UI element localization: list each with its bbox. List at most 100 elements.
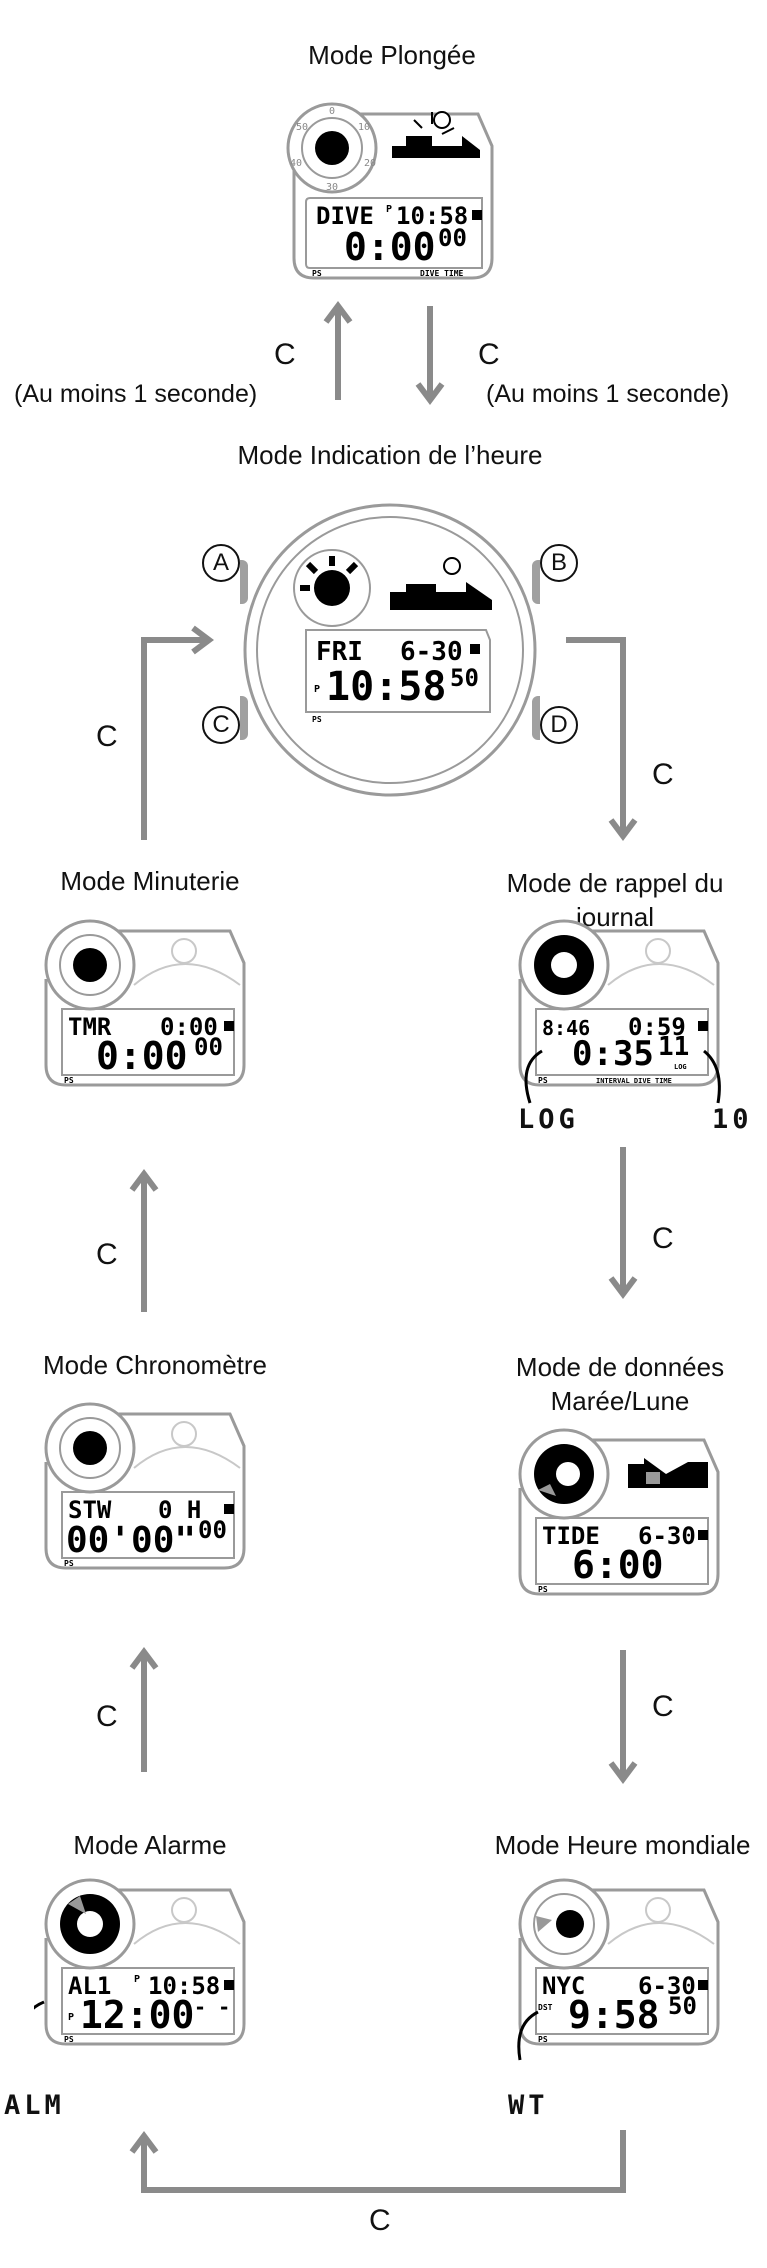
arrowhead-to-alarm (129, 2131, 159, 2154)
dive-ps-label: PS (312, 269, 322, 278)
log-callout-pointer (524, 1049, 543, 1104)
wt-time: 9:58 (568, 1993, 660, 2037)
tide-ps-label: PS (538, 1585, 548, 1594)
arrow-to-timekeeping (141, 637, 205, 840)
dive-elapsed-seconds: 00 (438, 224, 467, 252)
tk-ps-label: PS (312, 715, 322, 724)
alarm-line1-pm: P (134, 1974, 140, 1985)
arrow-to-log (566, 637, 626, 832)
c-label-from-dive: C (478, 338, 500, 371)
log-seconds: 11 (658, 1032, 689, 1062)
hold-note-left: (Au moins 1 seconde) (14, 380, 258, 408)
title-tide-mode: Mode de données Marée/Lune (515, 1352, 725, 1416)
log-interval-label: INTERVAL DIVE TIME (596, 1077, 672, 1085)
wt-date: 6-30 (638, 1972, 696, 2000)
stw-elapsed: 00'00" (66, 1520, 196, 1561)
c-label-worldtime: C (652, 1690, 674, 1723)
log-small-indicator: LOG (674, 1063, 687, 1071)
log-callout-label: LOG (518, 1104, 579, 1135)
button-c-label: C (202, 706, 240, 744)
timer-seconds: 00 (194, 1033, 223, 1061)
moon-icon (433, 111, 451, 129)
button-c-shape (234, 696, 248, 740)
dive-bezel-dot (315, 131, 349, 165)
alm-callout-pointer (34, 2000, 45, 2010)
arrowhead-to-dive (323, 301, 353, 324)
title-stopwatch-mode: Mode Chronomètre (43, 1350, 267, 1380)
dive-line1-label: DIVE (316, 202, 374, 230)
tk-date: 6-30 (400, 637, 463, 667)
watch-timekeeping-mode: FRI 6-30 P 10:58 50 PS (234, 500, 546, 800)
button-a-shape (234, 560, 248, 604)
alarm-line2-pm: P (68, 2012, 74, 2023)
button-b-shape (532, 560, 546, 604)
number-callout-pointer (703, 1049, 721, 1104)
title-alarm-mode: Mode Alarme (73, 1830, 227, 1860)
log-number-callout: 10 (712, 1104, 753, 1135)
alarm-number: AL1 (68, 1972, 111, 2000)
watch-tide-mode: TIDE 6-30 6:00 PS (518, 1428, 720, 1596)
worldtime-callout-label: WT (508, 2090, 549, 2121)
dive-elapsed-time: 0:00 (344, 225, 436, 269)
alarm-seconds-dashes: - - (194, 1995, 230, 2019)
button-b-label: B (540, 544, 578, 582)
tide-graph (378, 136, 480, 158)
arrowhead-to-timer (129, 1169, 159, 1192)
watch-dive-mode: 0 10 20 30 40 50 DIVE P 10:58 0:00 00 PS… (286, 102, 494, 280)
c-label-bottom: C (369, 2204, 391, 2237)
timer-label: TMR (68, 1013, 112, 1041)
wt-dst-indicator: DST (538, 2003, 553, 2012)
bezel-number: 10 (358, 122, 370, 133)
dive-divetime-label: DIVE TIME (420, 269, 464, 278)
flash-icon (408, 112, 455, 143)
watch-log-mode: 8:46 0:59 0:35 11 LOG PS INTERVAL DIVE T… (518, 919, 721, 1104)
arrowhead-to-tide (608, 1276, 638, 1299)
button-a-label: A (202, 544, 240, 582)
log-interval-time: 0:35 (572, 1034, 654, 1074)
stw-ps-label: PS (64, 1559, 74, 1568)
arrowhead-to-worldtime (608, 1761, 638, 1784)
title-timekeeping-mode: Mode Indication de l’heure (237, 440, 543, 470)
watch-worldtime-mode: NYC 6-30 DST 9:58 50 PS (517, 1878, 720, 2061)
timer-countdown: 0:00 (96, 1034, 188, 1078)
timer-ps-label: PS (64, 1076, 74, 1085)
watch-alarm-mode: AL1 P 10:58 P 12:00 - - PS (34, 1878, 246, 2046)
stw-hours: 0 H (158, 1496, 201, 1524)
alarm-ps-label: PS (64, 2035, 74, 2044)
arrow-to-alarm (141, 2130, 626, 2193)
log-dive-time: 0:59 (628, 1013, 686, 1041)
title-worldtime-mode: Mode Heure mondiale (494, 1830, 751, 1860)
tk-seconds: 50 (450, 664, 479, 692)
tide-time: 6:00 (572, 1543, 664, 1587)
dive-current-time: 10:58 (396, 202, 468, 230)
arrowhead-to-log (608, 818, 638, 841)
tk-day-of-week: FRI (316, 637, 363, 667)
wt-ps-label: PS (538, 2035, 548, 2044)
wt-city-code: NYC (542, 1972, 585, 2000)
c-label-to-dive: C (274, 338, 296, 371)
bezel-number: 0 (329, 106, 335, 117)
button-d-shape (532, 696, 546, 740)
alarm-time: 12:00 (80, 1993, 194, 2037)
stw-hundredths: 00 (198, 1516, 227, 1544)
tide-label: TIDE (542, 1522, 600, 1550)
watch-timer-mode: TMR 0:00 0:00 00 PS (44, 919, 246, 1087)
c-label-tide: C (652, 1222, 674, 1255)
watch-stopwatch-mode: STW 0 H 00'00" 00 PS (44, 1402, 246, 1570)
log-dive-start-time: 8:46 (542, 1016, 590, 1040)
tide-date: 6-30 (638, 1522, 696, 1550)
c-label-timer: C (96, 720, 118, 753)
arrowhead-to-timekeeping (191, 625, 214, 655)
stw-label: STW (68, 1496, 112, 1524)
alarm-current-time: 10:58 (148, 1972, 220, 2000)
tk-time: 10:58 (326, 664, 446, 710)
c-label-log: C (652, 758, 674, 791)
dive-pm-indicator: P (386, 204, 392, 215)
button-d-label: D (540, 706, 578, 744)
arrowhead-from-dive (415, 382, 445, 405)
alarm-callout-label: ALM (4, 2090, 65, 2121)
wt-callout-pointer (517, 2010, 539, 2061)
log-ps-label: PS (538, 1076, 548, 1085)
timer-setting: 0:00 (160, 1013, 218, 1041)
